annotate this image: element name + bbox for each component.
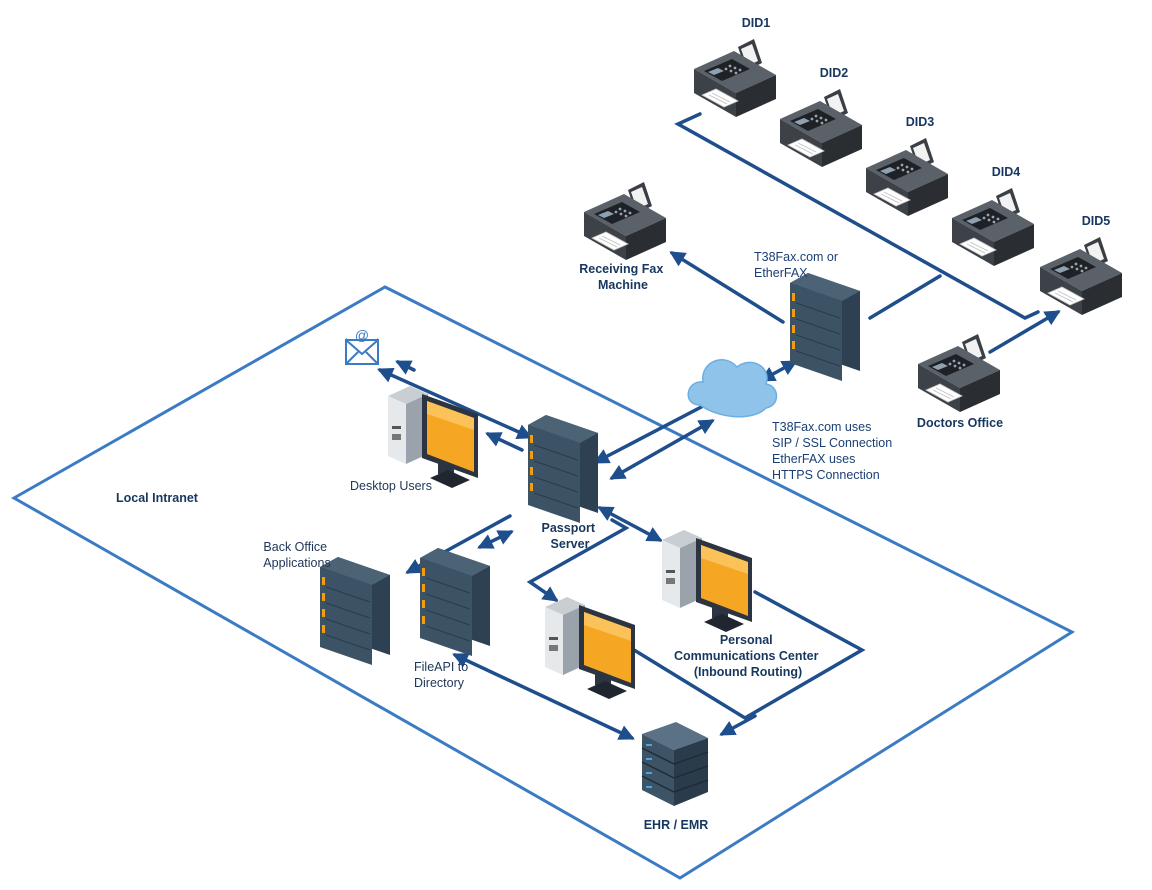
did1-label: DID1 — [742, 16, 771, 30]
doctors-office-fax-icon — [917, 333, 1001, 413]
doctors-office-label: Doctors Office — [917, 416, 1003, 430]
svg-text:@: @ — [355, 327, 369, 343]
passport-server-label: Passport Server — [542, 521, 599, 551]
passport-server-icon — [527, 414, 599, 524]
did4-label: DID4 — [992, 165, 1021, 179]
ehr-emr-server-icon — [641, 722, 709, 806]
pcc-label: Personal Communications Center (Inbound … — [674, 633, 822, 679]
did3-label: DID3 — [906, 115, 935, 129]
desktop-users-label: Desktop Users — [350, 479, 432, 493]
fileapi-server-icon — [419, 547, 491, 657]
back-office-server-icon — [319, 556, 391, 666]
did5-label: DID5 — [1082, 214, 1111, 228]
did2-fax-icon — [779, 88, 863, 168]
did1-fax-icon — [693, 38, 777, 118]
pcc-computer-icon — [662, 530, 752, 632]
back-office-label: Back Office Applications — [263, 540, 330, 570]
did2-label: DID2 — [820, 66, 849, 80]
workstation-computer-icon — [545, 597, 635, 699]
did4-fax-icon — [951, 187, 1035, 267]
cloud-icon — [687, 359, 778, 418]
ehr-emr-label: EHR / EMR — [644, 818, 709, 832]
fax-bus-lines — [674, 112, 1061, 354]
provider-label: T38Fax.com or EtherFAX — [754, 250, 842, 280]
email-envelope-icon: @ — [345, 326, 379, 365]
connection-note-label: T38Fax.com uses SIP / SSL Connection Eth… — [772, 420, 896, 482]
provider-server-icon — [789, 272, 861, 382]
receiving-fax-icon — [583, 181, 667, 261]
receiving-fax-label: Receiving Fax Machine — [579, 262, 667, 292]
desktop-users-computer-icon — [388, 386, 478, 488]
did3-fax-icon — [865, 137, 949, 217]
did5-fax-icon — [1039, 236, 1123, 316]
local-intranet-boundary — [10, 285, 1076, 880]
local-intranet-label: Local Intranet — [116, 491, 199, 505]
fileapi-label: FileAPI to Directory — [414, 660, 472, 690]
